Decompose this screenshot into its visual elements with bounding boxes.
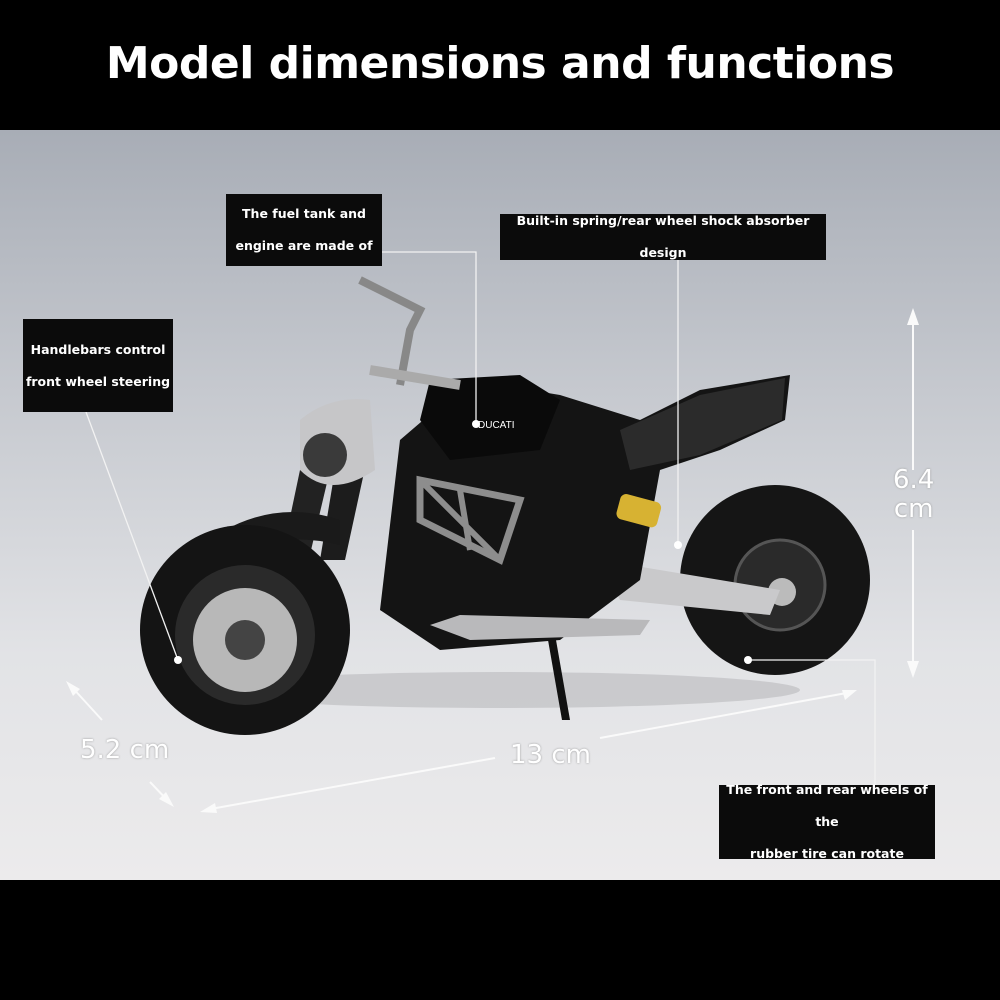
title-bar: Model dimensions and functions (0, 0, 1000, 130)
callout-wheels: The front and rear wheels of the rubber … (719, 782, 935, 861)
callout-text: Handlebars control (30, 341, 166, 357)
brand-logo: DUCATI (478, 420, 514, 431)
callout-spring: Built-in spring/rear wheel shock absorbe… (500, 213, 826, 260)
callout-handlebars: Handlebars control front wheel steering (23, 319, 173, 412)
callout-dots (174, 420, 752, 664)
height-value: 6.4 (893, 465, 935, 495)
motorcycle-model: DUCATI (140, 276, 870, 735)
callout-text: The front and rear wheels of the (726, 782, 928, 829)
dimension-arrows (66, 308, 919, 813)
callout-text: engine are made of (235, 238, 373, 253)
callout-text: The fuel tank and (242, 206, 366, 221)
callout-text: Built-in spring/rear wheel shock absorbe… (516, 213, 810, 260)
length-dimension: 13 cm (510, 740, 591, 770)
width-dimension: 5.2 cm (80, 735, 170, 765)
callout-text: front wheel steering (25, 373, 171, 389)
height-unit: cm (893, 494, 934, 524)
callout-fuel-tank: The fuel tank and engine are made of (226, 194, 382, 266)
height-dimension: 6.4 cm (893, 466, 934, 524)
callout-text: rubber tire can rotate (750, 846, 904, 861)
page-title: Model dimensions and functions (105, 38, 895, 89)
bottom-bar (0, 880, 1000, 1000)
leader-lines (85, 251, 876, 785)
